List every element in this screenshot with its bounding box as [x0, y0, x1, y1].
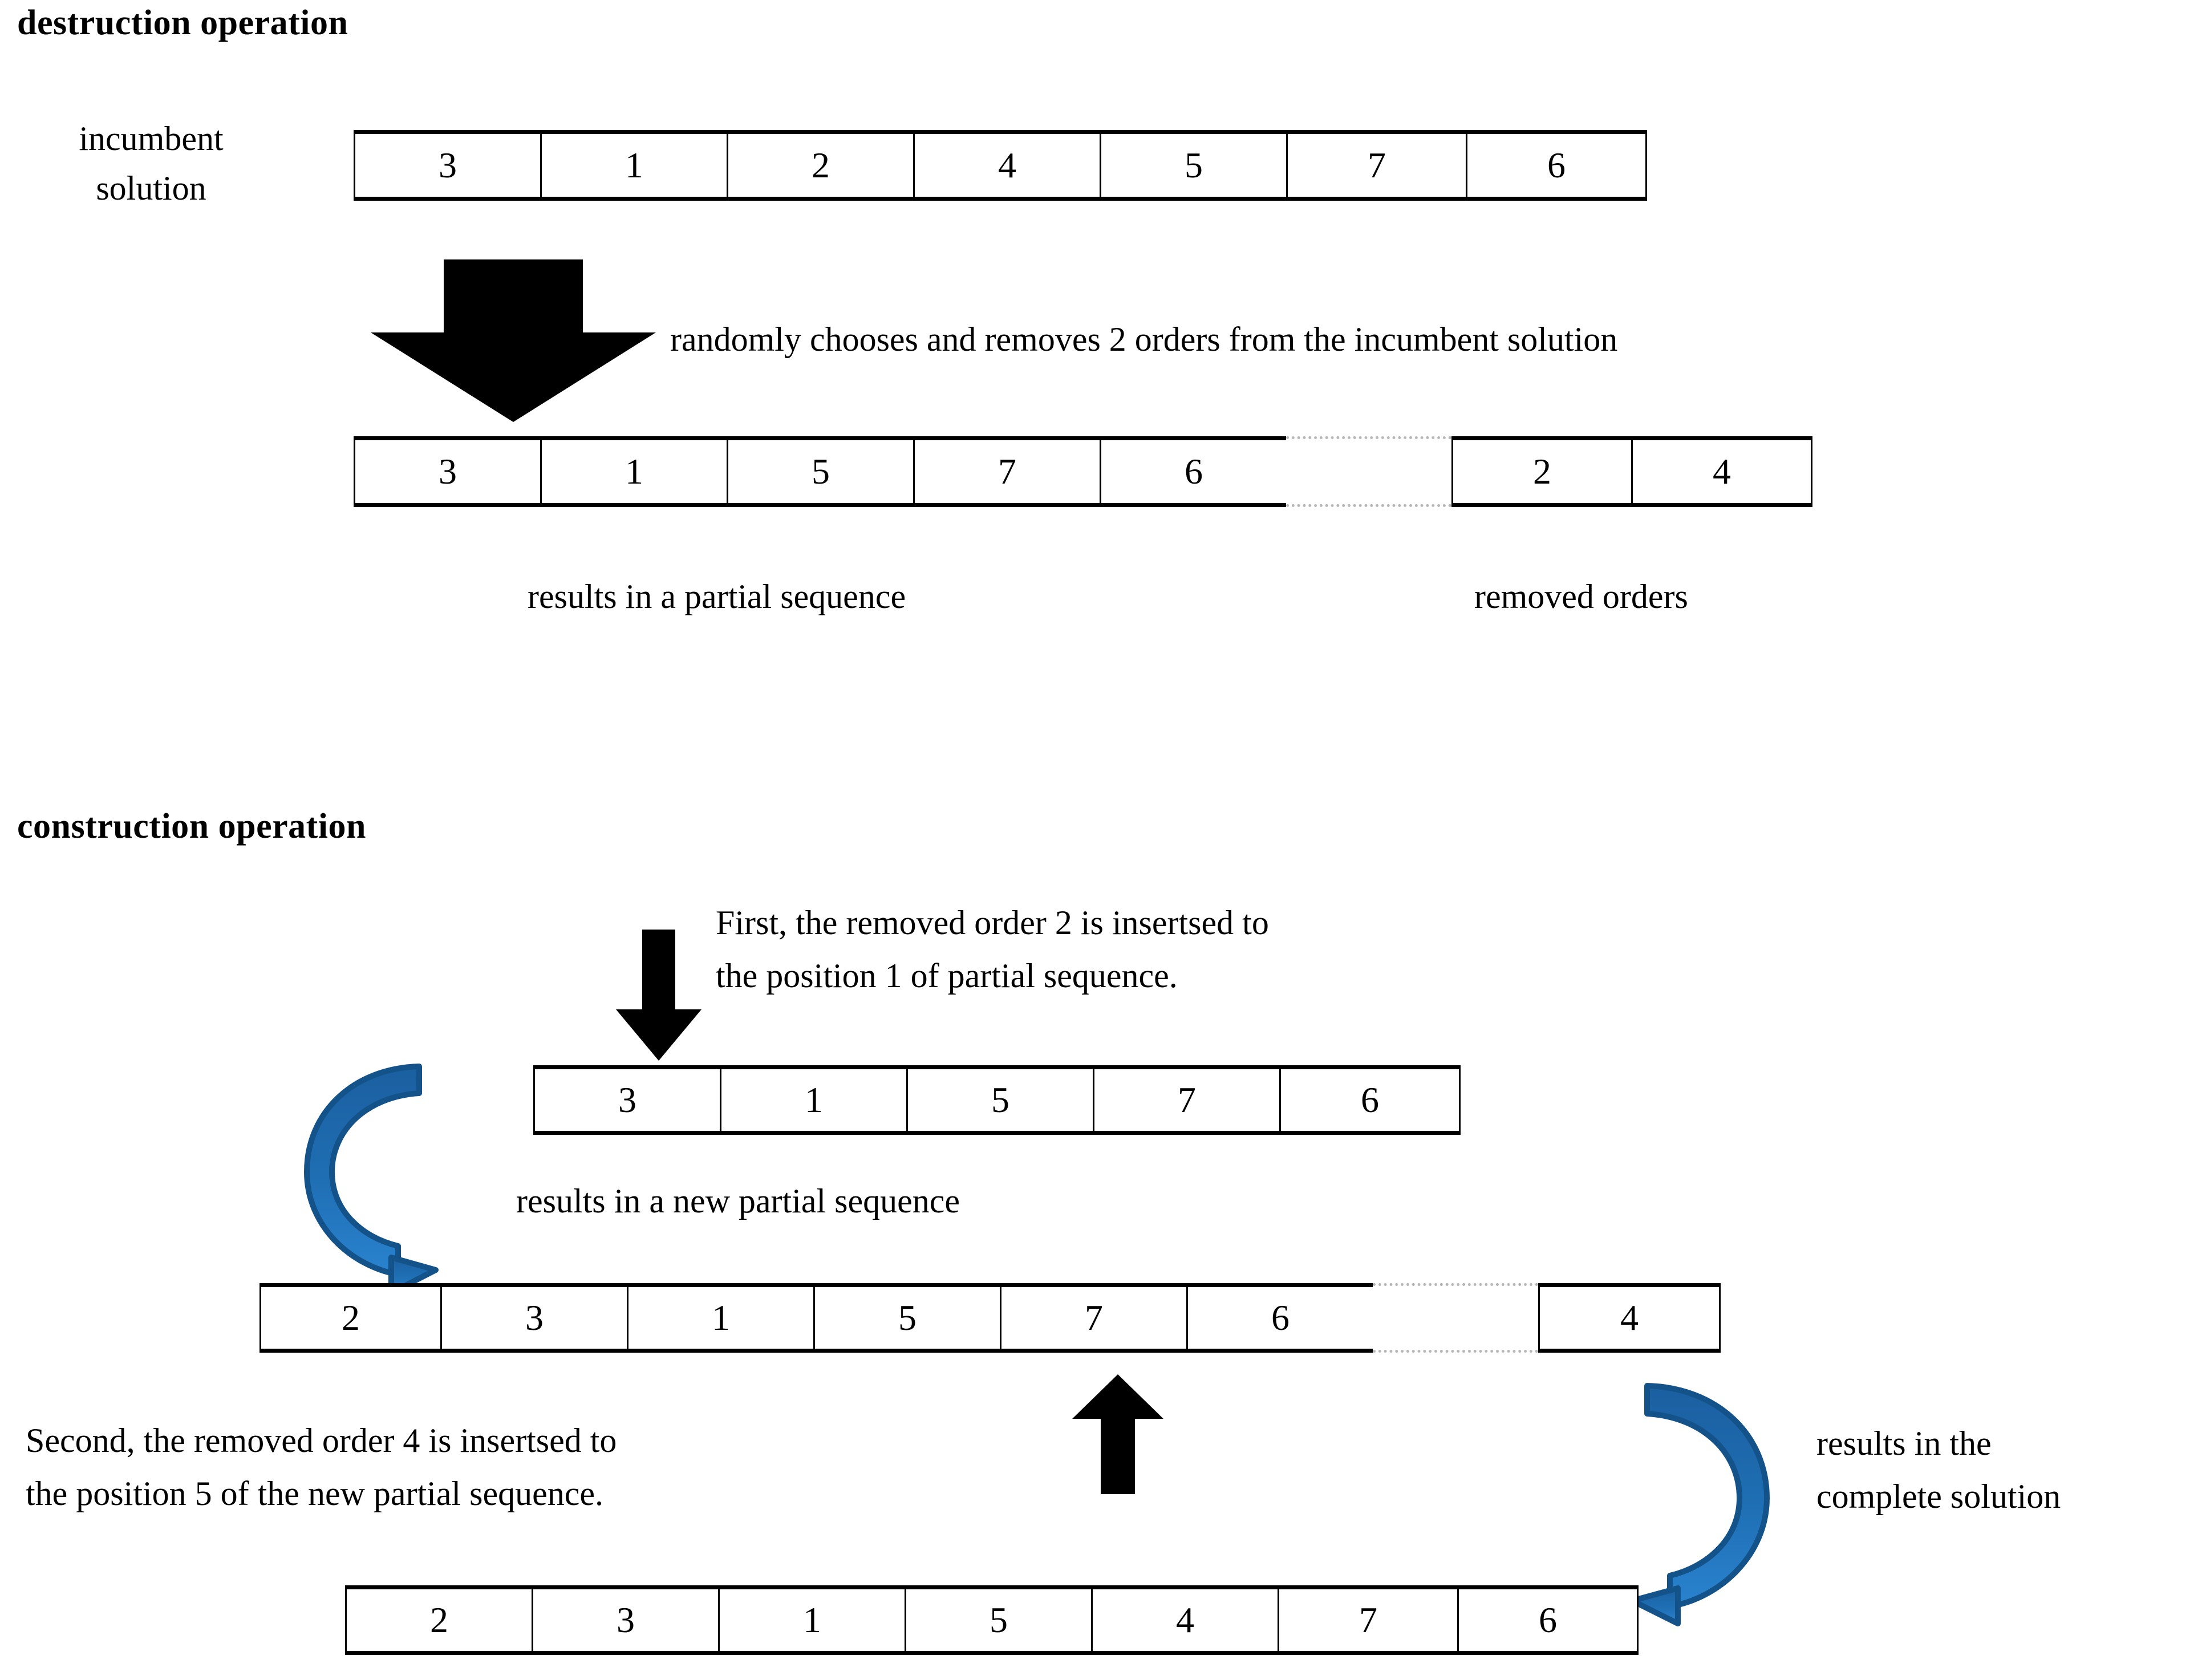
construction-section-title: construction operation: [17, 807, 367, 846]
sequence-cell: 1: [627, 1287, 815, 1349]
up-arrow-icon: [1072, 1374, 1163, 1494]
sequence-cell: 3: [354, 440, 542, 503]
partial-sequence-caption: results in a partial sequence: [528, 578, 906, 615]
sequence-cell: 3: [440, 1287, 628, 1349]
incumbent-solution-label-line2: solution: [96, 169, 206, 207]
curved-arrow-counterclockwise-icon: [1625, 1377, 1808, 1628]
second-step-caption-line1: Second, the removed order 4 is insertsed…: [26, 1422, 617, 1459]
destruction-section-title: destruction operation: [17, 3, 348, 42]
sequence-cell: 7: [1000, 1287, 1188, 1349]
sequence-cell: 3: [354, 134, 542, 197]
sequence-cell: 2: [727, 134, 915, 197]
construction-partial-sequence: 3 1 5 7 6: [533, 1065, 1461, 1135]
sequence-cell: 2: [259, 1287, 442, 1349]
sequence-cell: 5: [727, 440, 915, 503]
incumbent-solution-sequence: 3 1 2 4 5 7 6: [354, 130, 1647, 201]
sequence-cell: 1: [720, 1069, 908, 1131]
complete-solution-caption-line1: results in the: [1816, 1425, 1992, 1462]
sequence-cell: 1: [540, 440, 728, 503]
destruction-result-sequence: 3 1 5 7 6 2 4: [354, 436, 1812, 507]
sequence-cell: 6: [1186, 1287, 1374, 1349]
second-step-caption-line2: the position 5 of the new partial sequen…: [26, 1475, 604, 1512]
sequence-cell: 5: [1100, 134, 1288, 197]
sequence-cell: 7: [1278, 1589, 1459, 1651]
sequence-cell: 6: [1100, 440, 1288, 503]
incumbent-solution-label-line1: incumbent: [79, 120, 224, 157]
complete-solution-sequence: 2 3 1 5 4 7 6: [345, 1585, 1639, 1655]
sequence-cell: 4: [1091, 1589, 1279, 1651]
sequence-cell: 5: [906, 1069, 1094, 1131]
curved-arrow-clockwise-icon: [297, 1058, 479, 1297]
removed-order-cell: 2: [1451, 440, 1633, 503]
sequence-cell: 6: [1457, 1589, 1639, 1651]
sequence-gap-separator: [1373, 1283, 1538, 1353]
new-partial-sequence: 2 3 1 5 7 6 4: [259, 1283, 1721, 1353]
down-arrow-narrow-icon: [616, 930, 701, 1061]
sequence-cell: 1: [540, 134, 728, 197]
removed-order-cell: 4: [1631, 440, 1812, 503]
removed-order-cell: 4: [1538, 1287, 1721, 1349]
sequence-cell: 6: [1466, 134, 1647, 197]
sequence-cell: 3: [533, 1069, 721, 1131]
first-step-caption-line1: First, the removed order 2 is insertsed …: [716, 904, 1269, 942]
sequence-cell: 6: [1279, 1069, 1461, 1131]
sequence-cell: 5: [905, 1589, 1093, 1651]
sequence-cell: 4: [913, 134, 1101, 197]
first-step-caption: First, the removed order 2 is insertsed …: [716, 896, 1269, 1003]
incumbent-solution-label: incumbent solution: [31, 114, 271, 213]
sequence-gap-separator: [1286, 436, 1451, 507]
second-step-caption: Second, the removed order 4 is insertsed…: [26, 1414, 617, 1520]
complete-solution-caption: results in the complete solution: [1816, 1417, 2061, 1523]
new-partial-sequence-caption: results in a new partial sequence: [516, 1182, 960, 1220]
complete-solution-caption-line2: complete solution: [1816, 1478, 2061, 1515]
sequence-cell: 2: [345, 1589, 533, 1651]
sequence-cell: 1: [718, 1589, 906, 1651]
sequence-cell: 7: [1093, 1069, 1281, 1131]
sequence-cell: 3: [532, 1589, 720, 1651]
down-arrow-wide-icon: [371, 259, 656, 422]
sequence-cell: 7: [913, 440, 1101, 503]
sequence-cell: 5: [813, 1287, 1001, 1349]
sequence-cell: 7: [1286, 134, 1467, 197]
removed-orders-caption: removed orders: [1474, 578, 1688, 615]
destruction-arrow-caption: randomly chooses and removes 2 orders fr…: [670, 320, 1618, 358]
first-step-caption-line2: the position 1 of partial sequence.: [716, 957, 1178, 995]
